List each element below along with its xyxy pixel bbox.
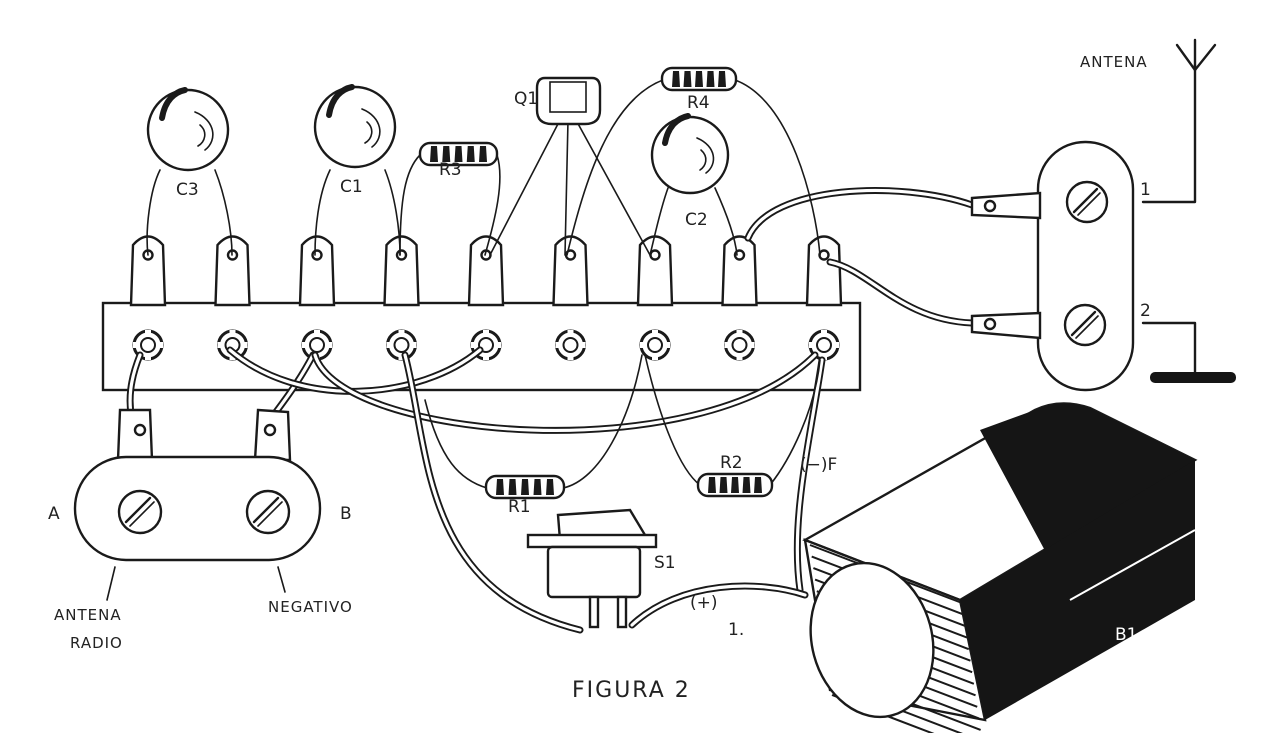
label-c1: C1 [340,177,363,197]
battery-b1: B1 (+) 1. (−)F [690,402,1198,733]
solder-lug [467,235,505,307]
label-negativo: NEGATIVO [268,598,353,616]
label-antena-radio-line2: RADIO [70,634,123,652]
label-terminal-b: B [340,504,352,524]
label-antena-radio-line1: ANTENA [54,606,122,624]
label-s1: S1 [654,553,676,573]
component-leads [146,79,821,489]
resistors [418,66,774,500]
solder-lug [298,235,336,307]
rivet [555,329,586,361]
wires [126,187,976,634]
resistor-r4 [660,66,738,92]
solder-lug [805,235,843,307]
label-r4: R4 [687,93,710,113]
label-terminal-1: 1 [1140,180,1151,200]
right-terminal-block: 1 2 ANTENA [970,38,1236,392]
label-antenna: ANTENA [1080,53,1148,71]
solder-lug [383,235,420,307]
label-r2: R2 [720,453,743,473]
label-r3: R3 [439,160,462,180]
capacitor-c2: C2 [650,113,730,230]
label-battery-positive: (+) [690,593,718,613]
figure-caption: FIGURA 2 [572,678,691,703]
label-b1: B1 [1115,625,1137,645]
screw-a [117,489,163,535]
resistor-r3 [418,141,499,167]
screw-2 [1063,303,1107,347]
rivet [808,329,840,361]
rivet [132,329,164,361]
lug-hole [395,249,408,261]
solder-lug [214,235,251,307]
resistor-r1 [484,474,566,500]
label-battery-negative: (−)F [800,455,837,475]
left-terminal-block: A B ANTENA RADIO NEGATIVO [48,408,353,652]
rivet [386,329,417,361]
lug-hole [649,249,661,261]
screw-1 [1065,180,1109,224]
label-c2: C2 [685,210,708,230]
label-terminal-a: A [48,504,60,524]
rivet [639,329,671,361]
label-battery-note: 1. [728,620,744,640]
capacitor-c3: C3 [146,87,230,200]
solder-lug [552,235,589,307]
solder-lug [636,235,674,307]
capacitor-c1: C1 [313,84,397,197]
terminal-strip [101,235,862,392]
label-terminal-2: 2 [1140,301,1151,321]
ground-icon [1150,372,1236,383]
lug-hole [311,249,323,261]
solder-lug [129,235,167,307]
label-q1: Q1 [514,89,538,109]
rivet [724,329,755,361]
lug-hole [818,249,830,261]
transistor-q1: Q1 [514,76,602,126]
solder-lug [721,235,758,307]
label-c3: C3 [176,180,199,200]
antenna-icon [1175,38,1217,72]
label-r1: R1 [508,497,531,517]
screw-b [245,489,291,535]
resistor-r2 [696,472,774,498]
switch-s1: S1 [526,508,676,629]
